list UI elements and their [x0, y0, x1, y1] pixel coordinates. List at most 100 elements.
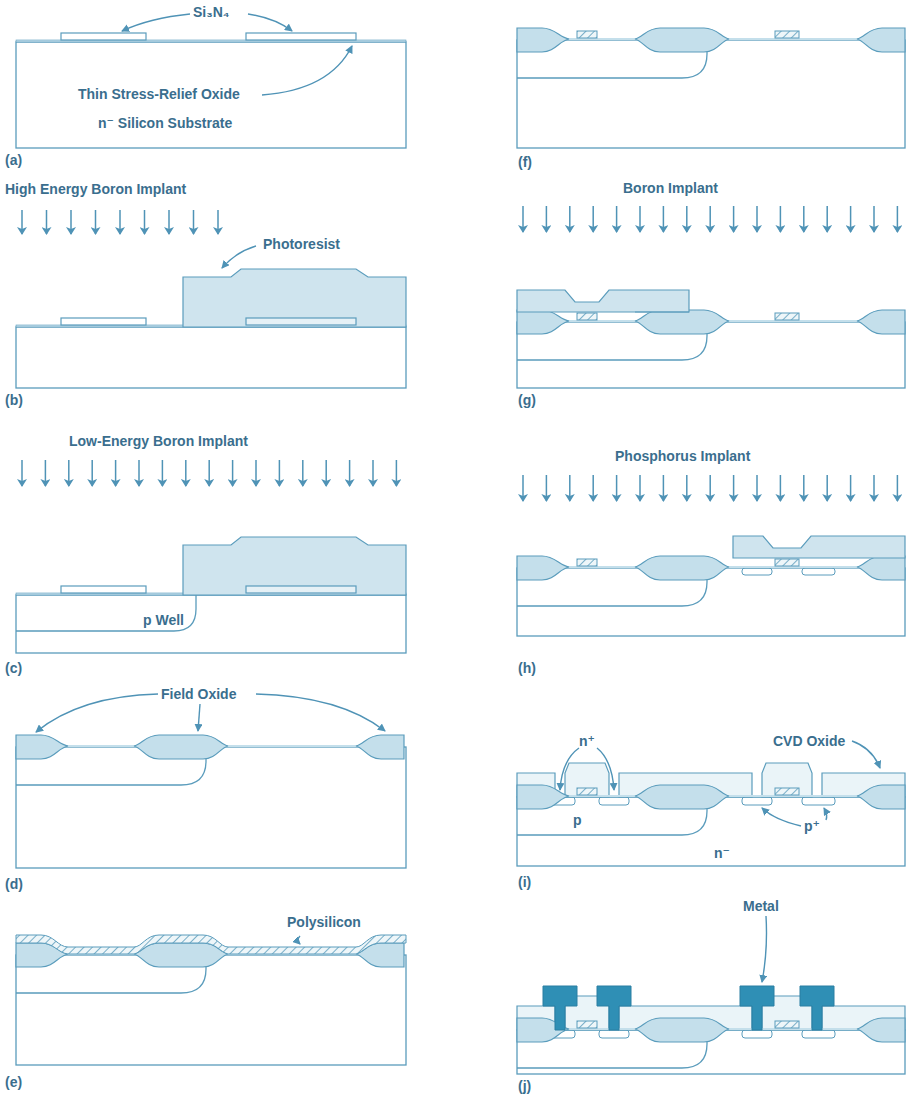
panel-letter: (e)	[4, 1074, 23, 1090]
implant-arrow	[46, 210, 48, 234]
implant-arrow	[325, 460, 327, 486]
layer-label: Polysilicon	[286, 914, 362, 930]
implant-arrow	[396, 460, 398, 486]
implant-arrow	[144, 210, 146, 234]
step-label: Boron Implant	[622, 180, 719, 196]
implant-arrow	[616, 475, 618, 501]
panel-letter: (a)	[4, 152, 23, 168]
implant-arrow	[546, 206, 548, 232]
panel-g	[517, 290, 905, 388]
implant-arrow	[733, 475, 735, 501]
region-label: n⁺	[578, 733, 596, 749]
panel-letter: (g)	[517, 392, 537, 408]
implant-arrow	[522, 475, 524, 501]
implant-arrow	[68, 460, 70, 486]
implant-arrow	[826, 475, 828, 501]
implant-arrow	[119, 210, 121, 234]
implant-arrow	[255, 460, 257, 486]
implant-arrow	[733, 206, 735, 232]
implant-arrow	[115, 460, 117, 486]
implant-arrow	[217, 210, 219, 234]
region-label: p⁺	[803, 818, 821, 834]
panel-letter: (b)	[4, 392, 24, 408]
implant-arrow	[686, 206, 688, 232]
step-label: Phosphorus Implant	[614, 448, 751, 464]
implant-arrow	[522, 206, 524, 232]
implant-arrow	[803, 475, 805, 501]
implant-arrow	[138, 460, 140, 486]
panel-f	[517, 28, 905, 148]
panel-letter: (j)	[517, 1078, 532, 1094]
implant-arrow	[873, 475, 875, 501]
implant-arrow	[663, 206, 665, 232]
implant-arrow	[45, 460, 47, 486]
panel-h	[517, 536, 905, 636]
layer-label: Field Oxide	[160, 686, 237, 702]
implant-arrow	[780, 475, 782, 501]
implant-arrow	[91, 460, 93, 486]
implant-arrow	[279, 460, 281, 486]
region-label: p Well	[142, 612, 185, 628]
implant-arrow	[780, 206, 782, 232]
layer-label: Photoresist	[262, 236, 341, 252]
implant-arrow	[897, 475, 899, 501]
panel-letter: (c)	[4, 660, 23, 676]
implant-arrow	[803, 206, 805, 232]
implant-arrow	[592, 206, 594, 232]
implant-arrow	[756, 206, 758, 232]
implant-arrow	[709, 475, 711, 501]
layer-label: CVD Oxide	[772, 733, 846, 749]
implant-arrow	[756, 475, 758, 501]
panel-d	[16, 735, 406, 868]
implant-arrow	[302, 460, 304, 486]
implant-arrow	[546, 475, 548, 501]
implant-arrow	[21, 210, 23, 234]
implant-arrow	[897, 206, 899, 232]
leader-lines	[122, 14, 352, 95]
layer-label: Metal	[742, 898, 780, 914]
step-label: Low-Energy Boron Implant	[68, 433, 249, 449]
implant-arrow	[873, 206, 875, 232]
implant-arrow	[639, 475, 641, 501]
implant-arrow	[193, 210, 195, 234]
panel-b	[16, 269, 406, 388]
layer-label: Si₃N₄	[192, 4, 230, 20]
implant-arrow	[569, 206, 571, 232]
leader-lines	[560, 741, 880, 826]
implant-arrow	[616, 206, 618, 232]
implant-arrows	[22, 460, 396, 486]
implant-arrow	[232, 460, 234, 486]
panel-letter: (h)	[517, 660, 537, 676]
implant-arrow	[663, 475, 665, 501]
region-label: n⁻	[713, 845, 731, 861]
panel-i	[517, 763, 905, 866]
region-label: n⁻ Silicon Substrate	[97, 115, 233, 131]
implant-arrow	[349, 460, 351, 486]
layer-label: Thin Stress-Relief Oxide	[77, 86, 241, 102]
implant-arrows	[523, 475, 897, 501]
implant-arrow	[162, 460, 164, 486]
implant-arrow	[70, 210, 72, 234]
panel-letter: (f)	[517, 154, 533, 170]
implant-arrow	[569, 475, 571, 501]
implant-arrow	[592, 475, 594, 501]
panel-j	[517, 986, 905, 1074]
implant-arrow	[850, 206, 852, 232]
implant-arrow	[95, 210, 97, 234]
panel-c	[16, 537, 406, 653]
implant-arrow	[168, 210, 170, 234]
implant-arrow	[850, 475, 852, 501]
panel-letter: (d)	[4, 876, 24, 892]
implant-arrow	[185, 460, 187, 486]
panel-letter: (i)	[517, 874, 532, 890]
panel-a	[16, 33, 406, 148]
panel-e	[16, 935, 406, 1065]
implant-arrow	[709, 206, 711, 232]
implant-arrows	[523, 206, 897, 232]
region-label: p	[572, 812, 583, 828]
implant-arrows	[22, 210, 218, 234]
implant-arrow	[826, 206, 828, 232]
implant-arrow	[208, 460, 210, 486]
